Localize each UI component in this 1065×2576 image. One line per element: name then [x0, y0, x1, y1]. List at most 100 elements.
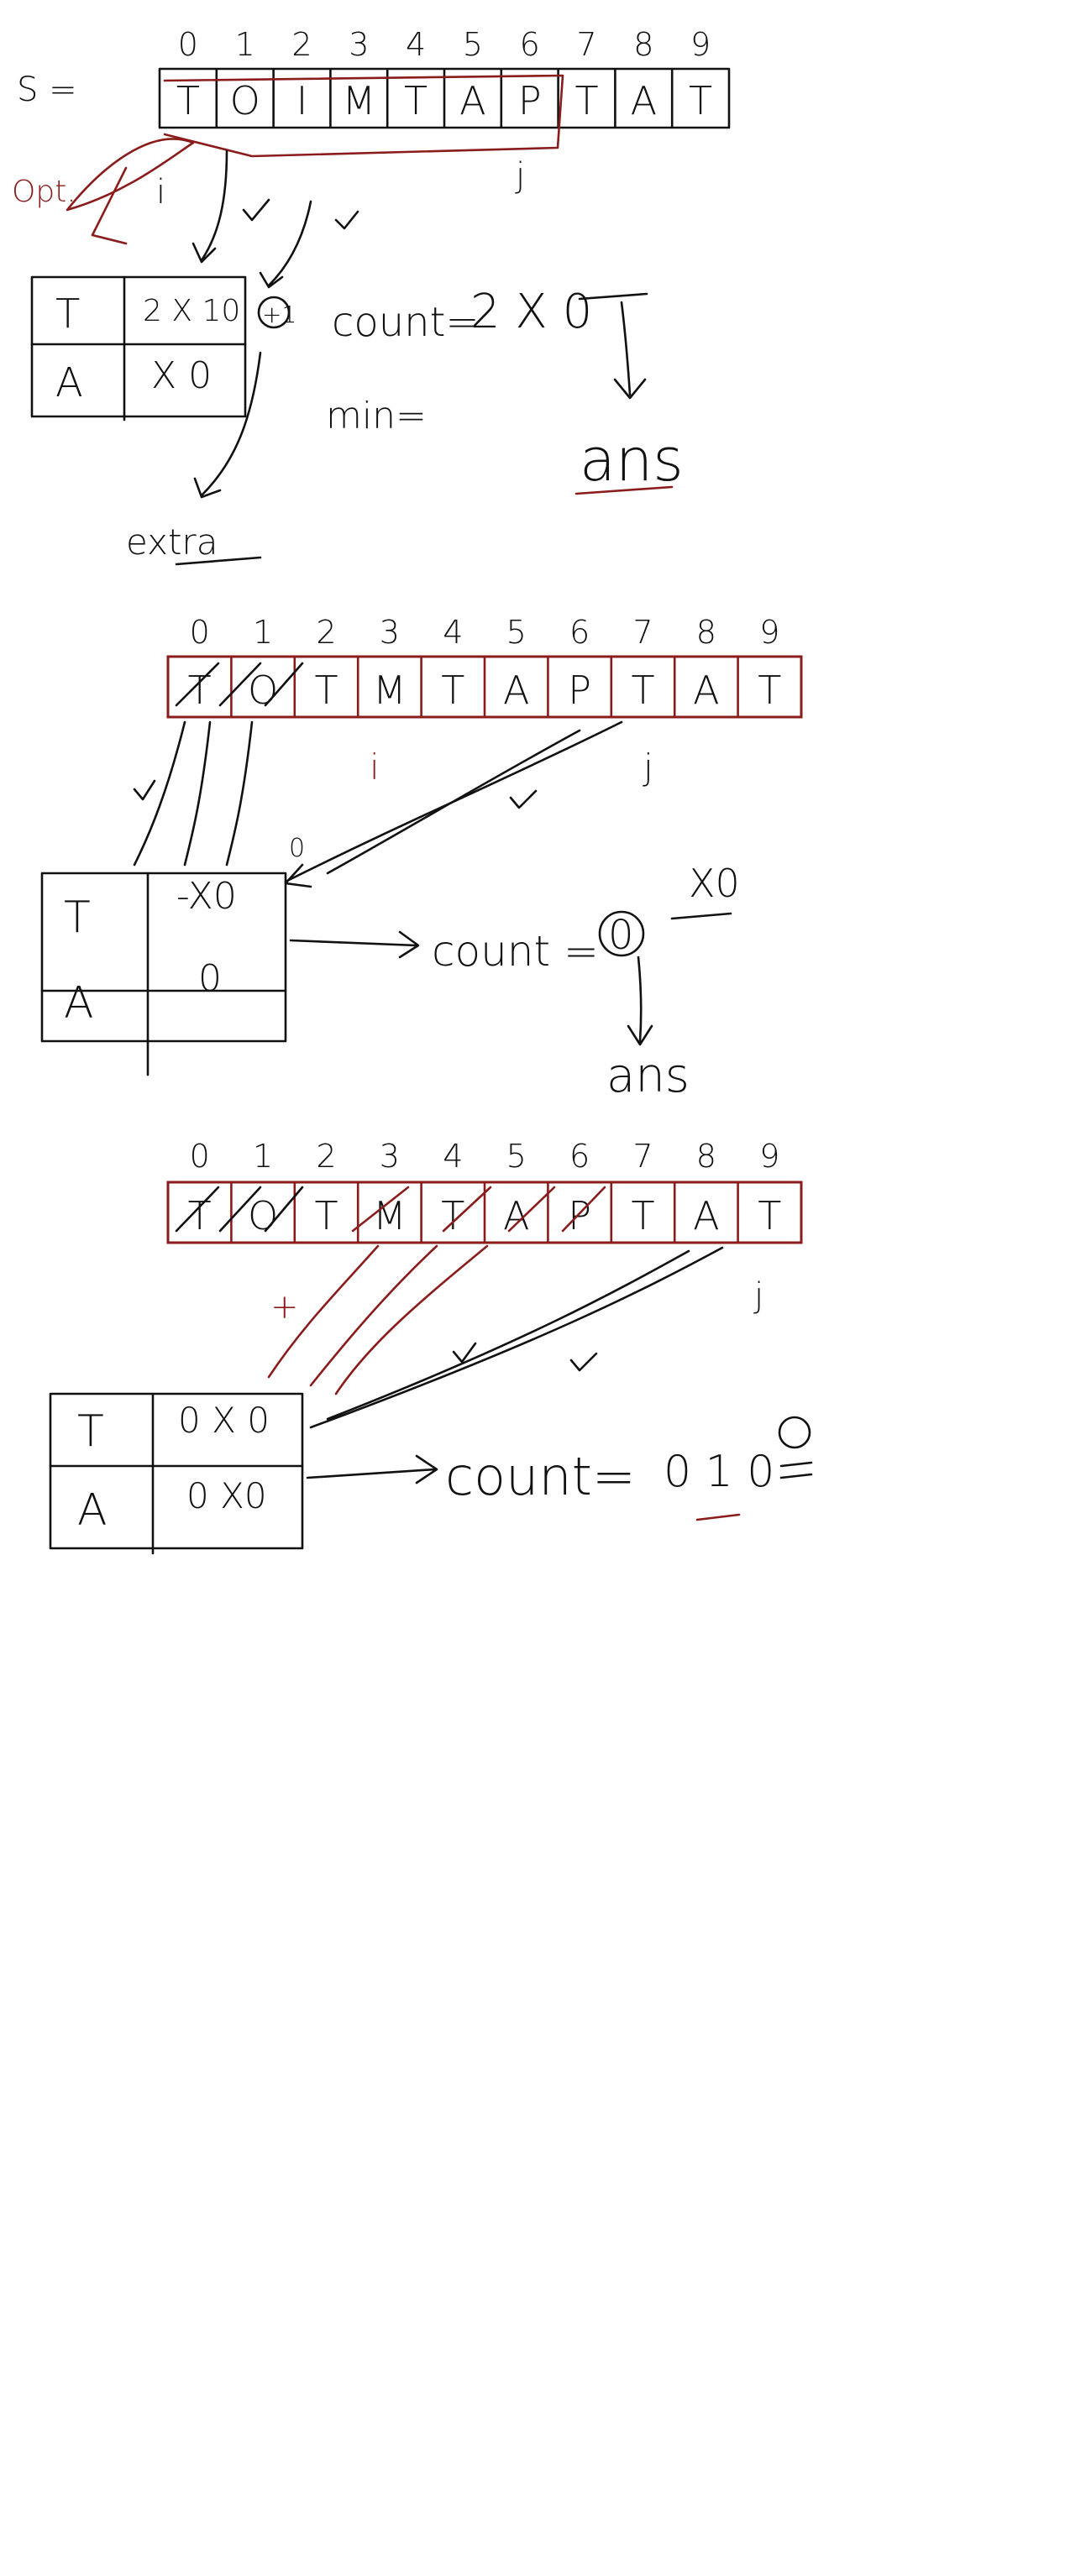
count-value: 0 [608, 912, 634, 959]
tick-mark-2 [334, 210, 359, 230]
tick-mark-1 [452, 1342, 477, 1364]
array-cell: P [518, 78, 542, 123]
map-key-t: T [64, 893, 91, 943]
count-underline [578, 292, 648, 301]
map-key-a: A [77, 1485, 108, 1536]
index-label: 7 [576, 26, 596, 63]
index-label: 2 [291, 26, 312, 63]
index-label: 6 [569, 1138, 590, 1175]
array-cell: T [404, 78, 428, 123]
map-value-a: X 0 [151, 354, 212, 397]
tick-mark-2 [509, 789, 538, 809]
count-values: 0 1 0 [664, 1447, 774, 1497]
map-value-t: -X0 [176, 875, 237, 918]
array-cell: T [689, 78, 712, 123]
array-cell: M [342, 78, 375, 123]
index-label: 3 [380, 1138, 400, 1175]
array-cell: A [503, 668, 529, 713]
arrow-group-1 [133, 720, 254, 867]
crossed-out-cells [175, 1186, 606, 1233]
array-cell: M [373, 1193, 407, 1238]
index-label: 1 [253, 614, 273, 651]
opt-label: Opt. [12, 175, 76, 209]
equals-mark [779, 1461, 813, 1479]
index-label: 1 [235, 26, 255, 63]
black-arrows-to-map [309, 1246, 724, 1429]
count-values: 2 X 0 [470, 285, 592, 339]
index-label: 6 [520, 26, 540, 63]
plus-one-label: +1 [262, 301, 296, 328]
small-zero: 0 [289, 834, 305, 863]
j-label: j [753, 1276, 763, 1315]
ans-label: ans [580, 426, 684, 495]
array-cell: A [693, 1193, 719, 1238]
index-label: 7 [632, 1138, 653, 1175]
j-label: j [643, 746, 653, 788]
array-cell: A [631, 78, 657, 123]
array-cell: P [568, 1193, 591, 1238]
index-label: 3 [380, 614, 400, 651]
array-cell: I [296, 78, 308, 123]
count-label: count= [445, 1446, 636, 1507]
i-label: i [370, 746, 380, 788]
arrow-to-count [306, 1454, 438, 1484]
index-label: 3 [349, 26, 369, 63]
map-value-a: 0 [198, 957, 222, 1000]
array-cell: O [248, 1193, 278, 1238]
array-cell: T [176, 78, 200, 123]
map-value-t: 0 X 0 [178, 1400, 270, 1441]
window-outline [163, 74, 564, 158]
array-cell: A [459, 78, 485, 123]
index-label: 1 [253, 1138, 273, 1175]
array-cell: T [758, 668, 781, 713]
count-label: count= [332, 299, 480, 346]
ans-label: ans [606, 1049, 690, 1103]
count-arrow-down [613, 301, 647, 400]
array-cell: T [314, 1193, 338, 1238]
index-label: 6 [569, 614, 590, 651]
map-key-a: A [55, 359, 83, 406]
index-label: 9 [759, 614, 779, 651]
map-key-t: T [77, 1406, 104, 1457]
plus-one-circle [257, 296, 291, 329]
count-side-underline [670, 912, 732, 920]
extra-label: extra [126, 521, 218, 563]
ans-underline [574, 485, 674, 495]
index-label: 2 [316, 1138, 336, 1175]
array-cell: T [758, 1193, 781, 1238]
tick-mark-1 [133, 779, 156, 801]
i-label: i [156, 173, 165, 212]
count-circle [598, 910, 645, 957]
count-final-circle [778, 1416, 811, 1449]
array-cell: O [230, 78, 260, 123]
long-arrow-to-map [284, 720, 623, 888]
index-label: 8 [696, 1138, 716, 1175]
array-cell: O [248, 668, 278, 713]
arrow-to-map-1 [191, 149, 228, 264]
array-cell: M [373, 668, 407, 713]
extra-underline [175, 556, 262, 566]
array-cell: A [693, 668, 719, 713]
arrow-to-count [289, 930, 420, 959]
array-cell: T [574, 78, 598, 123]
arrow-to-extra [193, 351, 262, 499]
red-x-mark: + [270, 1288, 299, 1327]
index-label: 0 [190, 614, 210, 651]
arrow-to-map-2 [259, 200, 312, 289]
array-dividers [230, 657, 739, 717]
hashmap-table [30, 275, 247, 421]
tick-mark-2 [569, 1352, 598, 1372]
red-arrow-left [91, 166, 128, 245]
map-value-t: 2 X 10 [143, 294, 240, 328]
count-arrow-down [627, 956, 653, 1046]
red-curve [66, 138, 195, 212]
tick-mark-1 [242, 198, 270, 222]
hashmap-table [49, 1392, 304, 1555]
